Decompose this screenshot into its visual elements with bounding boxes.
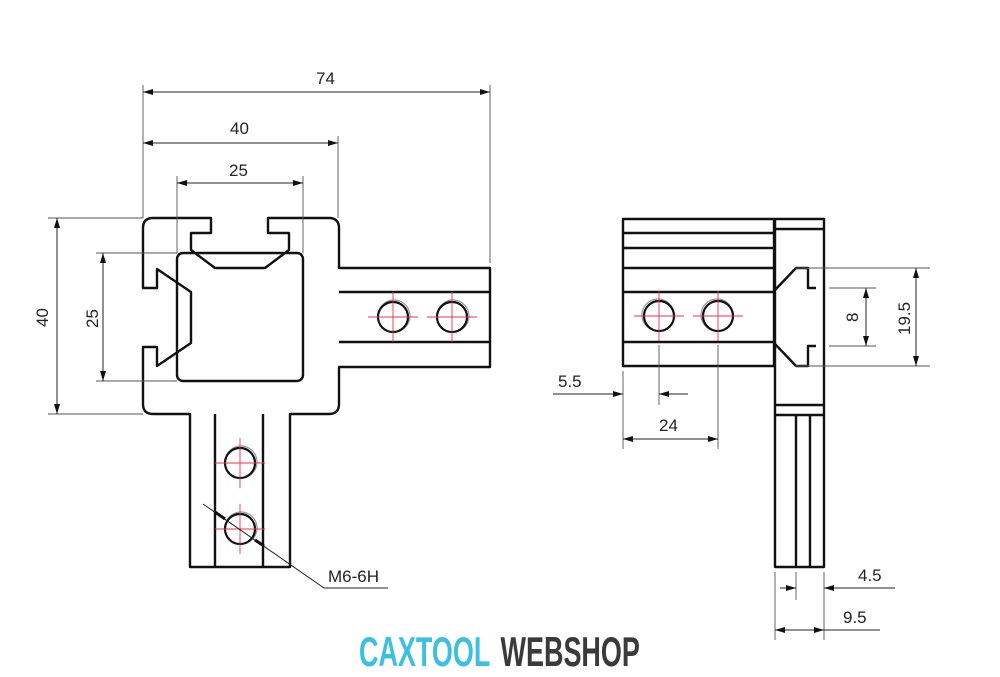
dim-5-5: 5.5: [558, 372, 582, 391]
body-outline: [141, 216, 492, 569]
dim-8: 8: [843, 313, 862, 322]
threaded-hole-icon: [634, 291, 684, 341]
dim-9-5: 9.5: [843, 608, 867, 627]
threaded-hole-icon: [693, 291, 743, 341]
side-view: 19.5 8 5.5 24 4.5 9.5: [553, 217, 930, 640]
inner-cavity: [175, 251, 305, 383]
front-view: M6-6H 74 40 25 40 25: [33, 69, 492, 589]
dim-25-vertical: 25: [83, 309, 102, 328]
logo-webshop: WEBSHOP: [501, 629, 640, 675]
dim-24: 24: [659, 416, 678, 435]
thread-callout: M6-6H: [328, 567, 379, 586]
threaded-hole-icon: [427, 292, 477, 342]
dim-19-5: 19.5: [895, 302, 914, 335]
dim-40-horizontal: 40: [230, 119, 249, 138]
threaded-hole-icon: [368, 292, 418, 342]
dim-40-vertical: 40: [33, 308, 52, 327]
threaded-hole-icon: [215, 504, 265, 554]
logo-caxtool: CAXTOOL: [359, 629, 490, 675]
dim-4-5: 4.5: [858, 566, 882, 585]
dim-74: 74: [316, 69, 335, 88]
dim-25-horizontal: 25: [229, 161, 248, 180]
threaded-hole-icon: [215, 438, 265, 488]
